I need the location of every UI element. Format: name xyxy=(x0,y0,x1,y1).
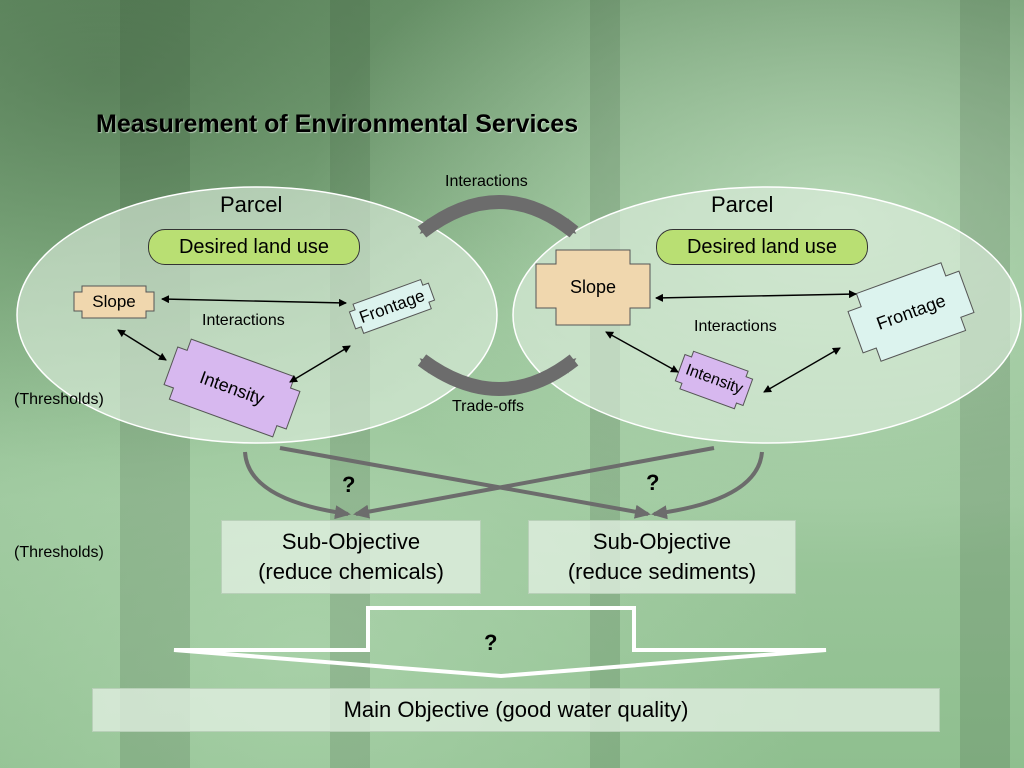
main-objective-text: Main Objective (good water quality) xyxy=(343,697,689,722)
intensity-shape-left xyxy=(163,338,301,438)
bottom-arrow-label: Trade-offs xyxy=(452,398,525,415)
sub-objective-sediments: Sub-Objective (reduce sediments) xyxy=(528,520,796,594)
intensity-shape-right xyxy=(674,350,754,410)
parcel-left-ellipse xyxy=(16,186,498,444)
slope-frontage-arrow-right xyxy=(655,290,857,302)
sub-objective-chemicals-title: Sub-Objective xyxy=(281,529,421,554)
slope-shape-left xyxy=(73,285,155,319)
question-mark-left: ? xyxy=(342,472,356,497)
slope-intensity-arrow-left xyxy=(117,329,167,361)
question-mark-right: ? xyxy=(646,470,660,495)
sub-objective-sediments-desc: (reduce sediments) xyxy=(567,559,757,584)
right-parcel-to-sediments-arrow xyxy=(651,451,764,520)
parcel-right-ellipse xyxy=(512,186,1022,444)
thresholds-label-parcels: (Thresholds) xyxy=(14,391,104,408)
sub-objective-chemicals-desc: (reduce chemicals) xyxy=(258,559,444,584)
left-parcel-to-chemicals-arrow xyxy=(243,451,351,520)
desired-land-use-pill-right: Desired land use xyxy=(656,229,868,265)
slope-label-left: Slope xyxy=(92,292,136,311)
frontage-shape-left xyxy=(348,278,436,334)
desired-land-use-pill-left: Desired land use xyxy=(148,229,360,265)
sub-objective-chemicals: Sub-Objective (reduce chemicals) xyxy=(221,520,481,594)
left-parcel-to-sediments-arrow xyxy=(279,446,651,519)
slope-frontage-arrow-left xyxy=(161,295,347,307)
parcel-title-left: Parcel xyxy=(220,192,283,217)
page-title: Measurement of Environmental Services xyxy=(96,110,579,138)
tradeoffs-curved-arrow xyxy=(417,354,579,396)
interactions-label-right: Interactions xyxy=(694,318,777,335)
interactions-label-left: Interactions xyxy=(202,312,285,329)
intensity-frontage-arrow-right xyxy=(763,347,841,393)
slope-label-right: Slope xyxy=(569,277,617,297)
frontage-shape-right xyxy=(847,262,975,362)
main-objective-box: Main Objective (good water quality) xyxy=(92,688,940,732)
parcel-title-right: Parcel xyxy=(711,192,774,217)
sub-objective-sediments-title: Sub-Objective xyxy=(592,529,732,554)
interactions-curved-arrow xyxy=(417,195,579,238)
right-parcel-to-chemicals-arrow xyxy=(353,446,715,519)
slope-shape-right xyxy=(535,249,651,326)
question-mark-main: ? xyxy=(484,630,498,655)
top-arrow-label: Interactions xyxy=(445,173,528,190)
thresholds-label-subobjectives: (Thresholds) xyxy=(14,544,104,561)
combined-down-arrow xyxy=(173,606,827,679)
intensity-frontage-arrow-left xyxy=(289,345,351,383)
slope-intensity-arrow-right xyxy=(605,331,679,373)
